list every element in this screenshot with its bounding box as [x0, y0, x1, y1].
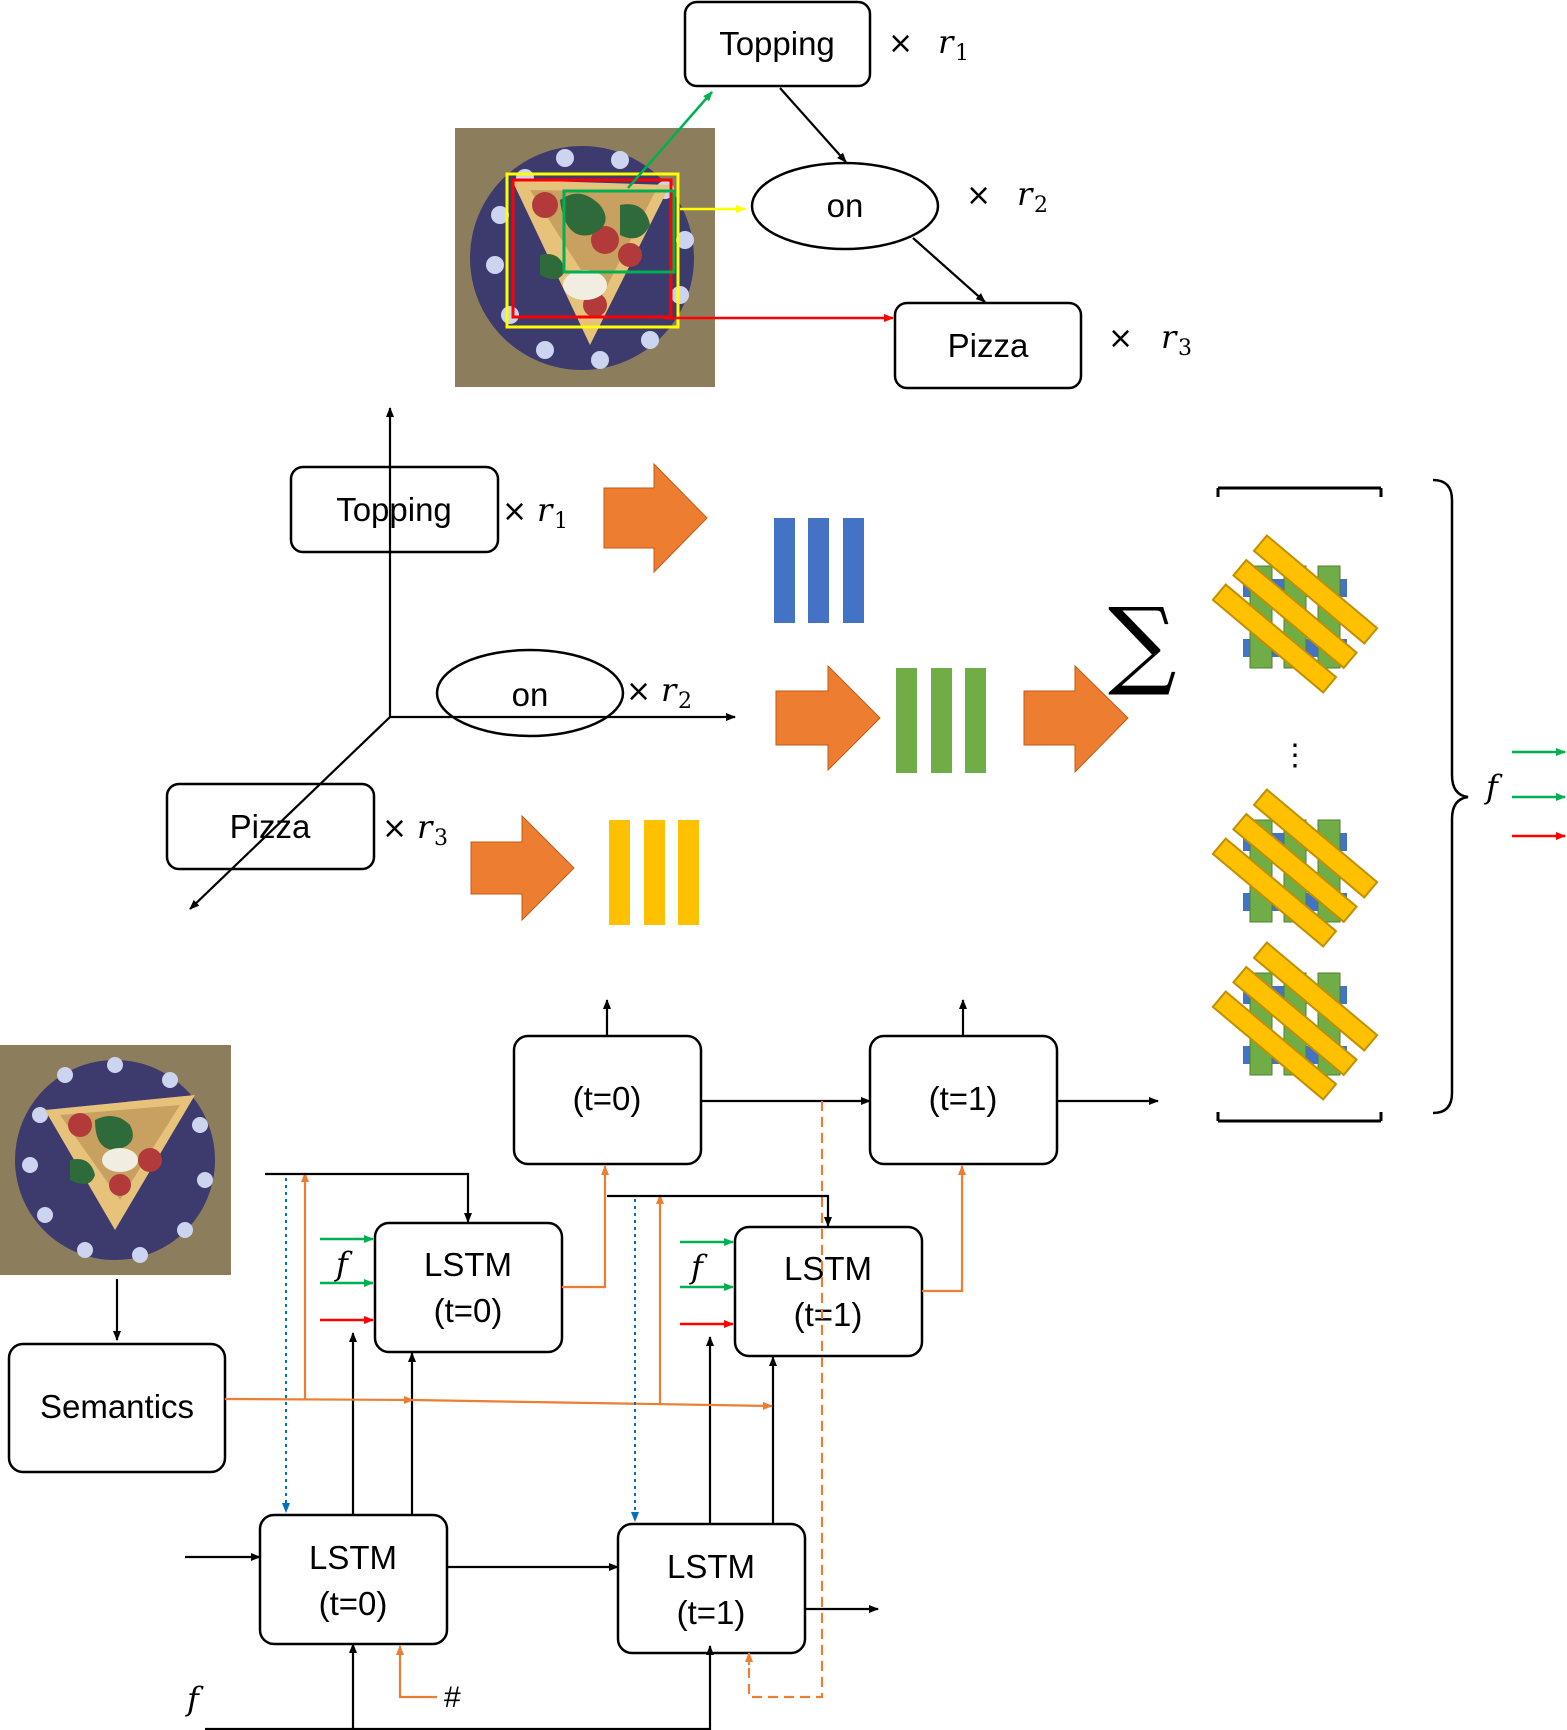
edge-topping-on	[779, 87, 847, 163]
r3-top-sub: 3	[1178, 336, 1192, 361]
f-input-line-to-lstm-t1	[205, 1645, 714, 1730]
semantics-to-lstm-t0-line	[224, 1395, 414, 1404]
semantics-label: Semantics	[40, 1388, 194, 1425]
vector-bars-on	[896, 668, 986, 773]
node-on-top: on	[750, 161, 940, 251]
curly-brace	[1432, 478, 1469, 1115]
r3-mid-sym: r	[417, 808, 434, 846]
bbox-yellow	[505, 172, 680, 329]
times-r3-top: ×	[1108, 321, 1133, 356]
r1-top-sub: 1	[955, 41, 969, 66]
lstm-upper-t0-name: LSTM	[424, 1246, 512, 1283]
times-r1-top: ×	[888, 26, 913, 61]
feature-f-upper-t0: f	[334, 1245, 353, 1283]
node-on-mid: on	[435, 648, 625, 738]
lstm-upper-t0-time: (t=0)	[434, 1292, 503, 1329]
feature-f-bottom: f	[185, 1680, 204, 1718]
node-pizza-mid: Pizza	[165, 782, 376, 871]
lstm-upper-t1-name: LSTM	[784, 1250, 872, 1287]
node-pizza-top: Pizza	[893, 301, 1083, 390]
times-r1-mid: ×	[502, 494, 527, 529]
times-r2-mid: ×	[626, 674, 651, 709]
output-box-t0-label: (t=0)	[573, 1080, 642, 1117]
multiplier-r3-mid: × r 3	[382, 808, 448, 851]
upper-t0-to-output-t0-arrow	[562, 1165, 609, 1289]
node-on-top-label: on	[827, 187, 864, 224]
hash-input-arrow	[396, 1645, 437, 1699]
r2-mid-sub: 2	[678, 689, 692, 714]
block-arrow-topping	[603, 462, 708, 574]
output-box-t0: (t=0)	[512, 1034, 703, 1166]
output-box-t1-label: (t=1)	[929, 1080, 998, 1117]
bbox-green	[562, 189, 676, 274]
node-on-mid-label: on	[512, 676, 549, 713]
lstm-lower-t0-name: LSTM	[309, 1539, 397, 1576]
lstm-lower-t1-name: LSTM	[667, 1548, 755, 1585]
multiplier-r2-mid: × r 2	[626, 671, 692, 714]
times-r3-mid: ×	[382, 811, 407, 846]
sum-symbol: ∑	[1108, 587, 1177, 699]
pizza-photo-bottom	[0, 1045, 231, 1275]
lstm-lower-t1-time: (t=1)	[677, 1594, 746, 1631]
bbox-red	[511, 178, 673, 319]
hash-symbol: #	[444, 1681, 461, 1714]
r2-top-sub: 2	[1034, 193, 1048, 218]
r1-top-sym: r	[938, 23, 955, 61]
node-topping-top-label: Topping	[719, 25, 835, 62]
output-box-t1: (t=1)	[868, 1034, 1059, 1166]
feedback-dashed-line	[747, 1101, 824, 1699]
block-arrow-pizza	[470, 814, 575, 922]
lstm-lower-t0-time: (t=0)	[319, 1585, 388, 1622]
r2-top-sym: r	[1017, 175, 1034, 213]
times-r2-top: ×	[966, 178, 991, 213]
r1-mid-sub: 1	[554, 509, 568, 534]
multiplier-r2-top: × r 2	[966, 175, 1048, 218]
upper-t1-to-output-t1-arrow	[922, 1165, 966, 1293]
feature-f-right: f	[1484, 768, 1503, 806]
multiplier-r3-top: × r 3	[1108, 318, 1192, 361]
lstm-upper-t0: LSTM (t=0)	[373, 1221, 564, 1354]
r3-top-sym: r	[1161, 318, 1178, 356]
r1-mid-sym: r	[537, 491, 554, 529]
multiplier-r1-top: × r 1	[888, 23, 969, 66]
lstm-upper-t1-time: (t=1)	[794, 1296, 863, 1333]
semantics-to-lstm-t1-line	[412, 1398, 773, 1410]
r3-mid-sub: 3	[434, 826, 448, 851]
node-pizza-mid-label: Pizza	[230, 808, 311, 845]
vector-bars-topping	[774, 518, 864, 623]
block-arrow-sum	[1023, 664, 1129, 774]
upper-t0-top-input-arrow	[265, 1172, 472, 1223]
lstm-upper-t1: LSTM (t=1)	[733, 1225, 924, 1358]
vector-bars-pizza	[609, 820, 699, 925]
green-arrow-to-topping	[627, 91, 713, 189]
node-pizza-top-label: Pizza	[948, 327, 1029, 364]
node-topping-top: Topping	[683, 0, 872, 88]
node-topping-mid: Topping	[289, 465, 500, 554]
pizza-photo-top	[455, 128, 715, 387]
upper-t1-top-input-arrow	[607, 1194, 832, 1227]
feature-f-upper-t1: f	[689, 1248, 708, 1286]
axes-3d	[189, 407, 736, 910]
semantics-box: Semantics	[7, 1342, 227, 1474]
r2-mid-sym: r	[661, 671, 678, 709]
node-topping-mid-label: Topping	[336, 491, 452, 528]
block-arrow-on	[775, 664, 881, 772]
edge-on-pizza	[912, 237, 986, 303]
matrix-ellipsis: ⋮	[1280, 739, 1310, 772]
lstm-lower-t0: LSTM (t=0)	[258, 1513, 449, 1646]
lstm-lower-t1: LSTM (t=1)	[616, 1522, 807, 1655]
multiplier-r1-mid: × r 1	[502, 491, 568, 534]
matrix-bracket	[1216, 486, 1383, 1123]
